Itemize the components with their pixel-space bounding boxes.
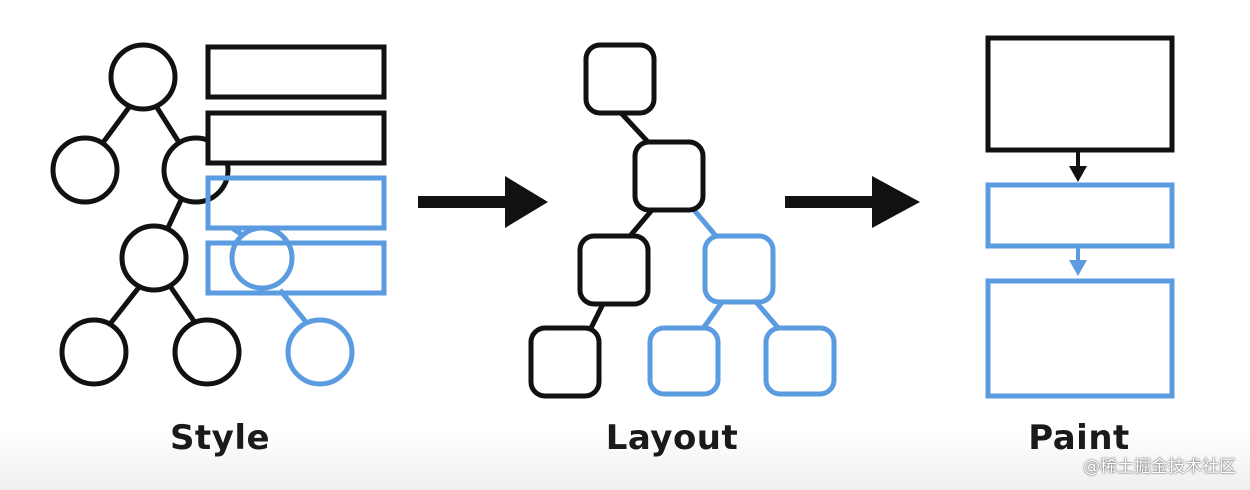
style-rule-box-blue	[205, 175, 387, 231]
paint-label: Paint	[1028, 418, 1130, 458]
layout-boxes-blue	[647, 233, 837, 397]
layout-box-blue	[647, 325, 721, 397]
style-rule-box	[205, 44, 387, 100]
paint-layer-box	[985, 35, 1175, 153]
style-rules	[205, 44, 387, 296]
layout-boxes	[528, 42, 706, 399]
style-edge	[153, 104, 183, 146]
layout-edge	[587, 302, 606, 332]
layout-box	[577, 233, 651, 307]
style-node	[50, 135, 120, 205]
style-group	[50, 42, 387, 387]
layout-box-blue	[702, 233, 776, 305]
paint-layer-box-blue	[985, 278, 1175, 399]
style-node	[108, 42, 178, 112]
style-rule-box-blue	[205, 240, 387, 296]
layout-edges-blue	[692, 208, 782, 332]
arrow-layout-to-paint	[785, 176, 920, 228]
layout-box	[528, 325, 602, 399]
paint-group	[985, 35, 1175, 399]
style-edge	[167, 284, 199, 326]
layout-box-blue	[763, 325, 837, 397]
style-tree-nodes-blue	[229, 225, 355, 387]
layout-edges	[587, 112, 654, 332]
layout-label: Layout	[605, 418, 739, 458]
layout-edge	[620, 112, 650, 144]
style-rule-box	[205, 110, 387, 166]
layout-edge	[628, 208, 654, 238]
arrow-style-to-layout	[418, 176, 548, 228]
style-node	[119, 223, 189, 293]
layout-group	[528, 42, 837, 399]
layout-box	[632, 139, 706, 213]
style-tree-edges	[99, 104, 199, 326]
layout-edge-blue	[699, 300, 725, 332]
style-node-blue	[285, 317, 355, 387]
layout-edge-blue	[692, 208, 718, 238]
paint-connector-head	[1069, 166, 1087, 182]
style-node	[59, 317, 129, 387]
style-edge	[108, 284, 142, 326]
style-label: Style	[169, 418, 271, 458]
layout-box	[583, 42, 657, 116]
watermark-text: @稀土掘金技术社区	[1083, 457, 1236, 477]
paint-layer-box-blue	[985, 182, 1175, 249]
style-edge	[163, 196, 185, 234]
layout-edge-blue	[754, 300, 782, 332]
paint-connector-head-blue	[1069, 260, 1087, 276]
style-node	[172, 317, 242, 387]
style-edge	[99, 104, 133, 146]
